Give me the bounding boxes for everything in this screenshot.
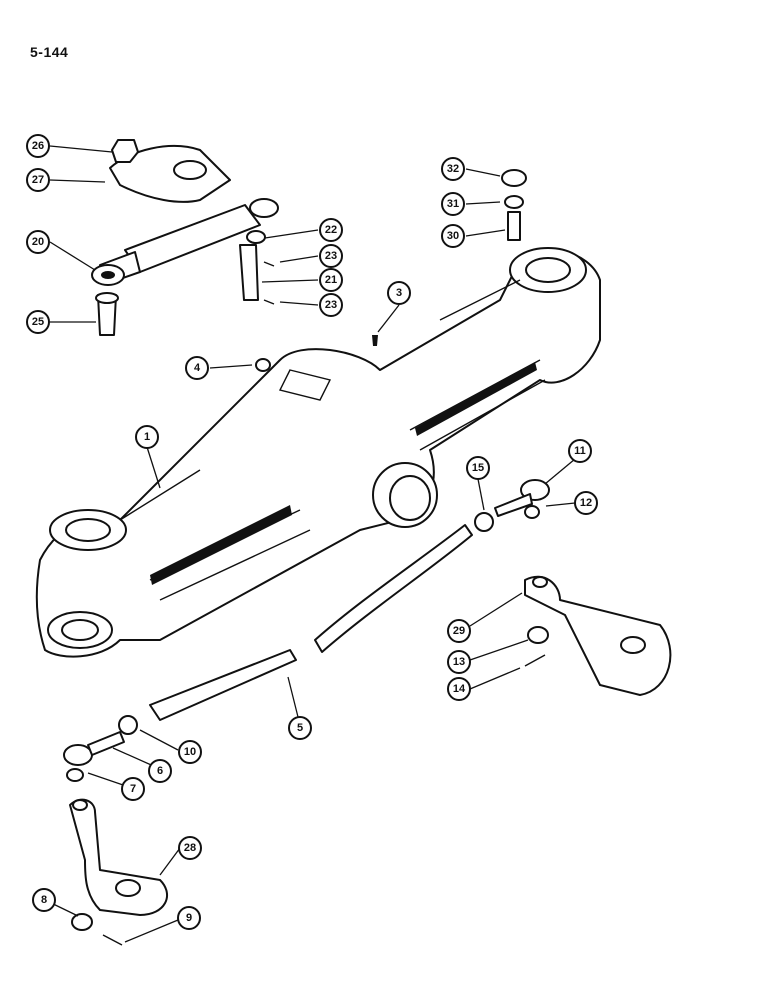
svg-text:31: 31 [447, 198, 459, 210]
svg-text:26: 26 [32, 140, 44, 152]
callout-32: 32 [441, 157, 465, 181]
axle-housing-part [35, 247, 601, 658]
callout-7: 7 [121, 777, 145, 801]
svg-text:23: 23 [325, 250, 337, 262]
page-number: 5-144 [30, 44, 69, 60]
callout-28: 28 [178, 836, 202, 860]
svg-text:14: 14 [453, 683, 466, 695]
callout-4: 4 [185, 356, 209, 380]
svg-text:27: 27 [32, 174, 44, 186]
svg-text:5: 5 [297, 722, 303, 734]
tie-rod-part [149, 524, 473, 721]
svg-text:4: 4 [194, 362, 201, 374]
callout-27: 27 [26, 168, 50, 192]
svg-text:32: 32 [447, 163, 459, 175]
svg-text:9: 9 [186, 912, 192, 924]
svg-text:3: 3 [396, 287, 402, 299]
svg-text:8: 8 [41, 894, 47, 906]
callout-13: 13 [447, 650, 471, 674]
svg-text:6: 6 [157, 765, 163, 777]
callout-9: 9 [177, 906, 201, 930]
callout-30: 30 [441, 224, 465, 248]
fittings-part [255, 169, 527, 372]
svg-text:23: 23 [325, 299, 337, 311]
callout-22: 22 [319, 218, 343, 242]
callout-23a: 23 [319, 244, 343, 268]
svg-text:29: 29 [453, 625, 465, 637]
svg-text:7: 7 [130, 783, 136, 795]
callout-11: 11 [568, 439, 592, 463]
steering-cylinder-part [91, 139, 279, 336]
svg-text:15: 15 [472, 462, 484, 474]
svg-text:20: 20 [32, 236, 44, 248]
callout-29: 29 [447, 619, 471, 643]
callout-31: 31 [441, 192, 465, 216]
callout-25: 25 [26, 310, 50, 334]
svg-text:13: 13 [453, 656, 465, 668]
callout-1: 1 [135, 425, 159, 449]
svg-text:22: 22 [325, 224, 337, 236]
callout-12: 12 [574, 491, 598, 515]
steering-arms-part [69, 575, 672, 946]
callout-15: 15 [466, 456, 490, 480]
svg-text:25: 25 [32, 316, 44, 328]
svg-text:21: 21 [325, 274, 337, 286]
callout-6: 6 [148, 759, 172, 783]
svg-text:1: 1 [144, 431, 150, 443]
callout-21: 21 [319, 268, 343, 292]
callout-5: 5 [288, 716, 312, 740]
callout-8: 8 [32, 888, 56, 912]
callout-20: 20 [26, 230, 50, 254]
callout-10: 10 [178, 740, 202, 764]
callout-26: 26 [26, 134, 50, 158]
callout-14: 14 [447, 677, 471, 701]
callout-3: 3 [387, 281, 411, 305]
svg-text:12: 12 [580, 497, 592, 509]
tie-rod-ends-part [63, 479, 550, 782]
svg-text:11: 11 [574, 445, 586, 457]
callout-23b: 23 [319, 293, 343, 317]
svg-text:10: 10 [184, 746, 196, 758]
svg-text:30: 30 [447, 230, 459, 242]
svg-text:28: 28 [184, 842, 196, 854]
